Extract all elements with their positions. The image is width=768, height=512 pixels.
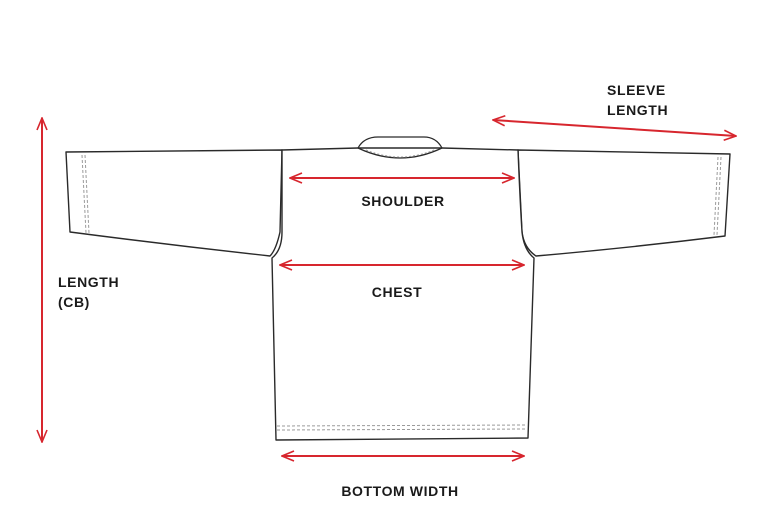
chest-label: CHEST <box>371 284 423 300</box>
length-label-line2: (CB) <box>58 294 90 310</box>
collar <box>357 136 443 159</box>
length-label: LENGTH (CB) <box>58 272 119 312</box>
body <box>271 147 535 441</box>
stitching <box>81 154 722 431</box>
sweatshirt-outline <box>65 147 731 441</box>
sleeve-length-label-line2: LENGTH <box>607 102 669 118</box>
sleeve-length-label-line1: SLEEVE <box>607 82 666 98</box>
right-sleeve <box>517 149 731 257</box>
bottom-width-label: BOTTOM WIDTH <box>341 483 459 499</box>
measurement-arrows <box>42 118 736 456</box>
sleeve-length-label: SLEEVE LENGTH <box>607 80 668 120</box>
left-sleeve <box>65 149 283 257</box>
length-label-line1: LENGTH <box>58 274 120 290</box>
sleeve-length-arrow <box>493 120 736 136</box>
shoulder-label: SHOULDER <box>361 193 445 209</box>
